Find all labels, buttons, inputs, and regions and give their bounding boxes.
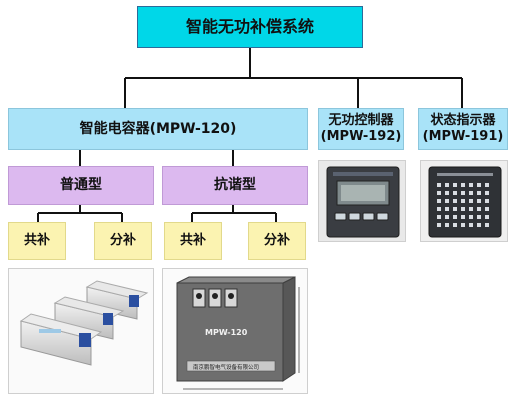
capacitor-box: 智能电容器(MPW-120) [8,108,308,150]
controller-box: 无功控制器 (MPW-192) [318,108,404,150]
controller-button [362,212,375,221]
indicator-label-line2: (MPW-191) [422,129,504,144]
controller-label-line2: (MPW-192) [320,129,402,144]
controller-label-line1: 无功控制器 [328,113,394,129]
controller-button [348,212,361,221]
common-capacitor-photo [8,268,154,394]
capacitor-label: 智能电容器(MPW-120) [79,120,237,137]
harmonic-cabinet-illustration: MPW-120 南京鹏智电气设备有限公司 [176,276,300,390]
harmonic-device-photo: MPW-120 南京鹏智电气设备有限公司 [162,268,308,394]
indicator-photo [420,160,508,242]
system-title: 智能无功补偿系统 [185,17,314,37]
indicator-device-illustration [428,166,502,238]
indicator-box: 状态指示器 (MPW-191) [418,108,508,150]
indicator-label-line1: 状态指示器 [430,113,496,129]
harmonic-split-label: 分补 [263,233,290,249]
capacitor-units-illustration [19,280,149,366]
system-title-box: 智能无功补偿系统 [137,6,363,48]
common-joint-label: 共补 [23,233,50,249]
harmonic-type-label: 抗谐型 [214,177,256,194]
harmonic-type-box: 抗谐型 [162,166,308,205]
common-split-box: 分补 [94,222,152,260]
harmonic-split-box: 分补 [248,222,306,260]
common-type-label: 普通型 [60,177,102,194]
common-joint-box: 共补 [8,222,66,260]
controller-device-illustration [326,166,400,238]
harmonic-joint-label: 共补 [179,233,206,249]
controller-button [376,212,389,221]
company-plate-text: 南京鹏智电气设备有限公司 [193,363,259,371]
harmonic-joint-box: 共补 [164,222,222,260]
model-plate-text: MPW-120 [205,328,248,337]
controller-button [334,212,347,221]
controller-photo [318,160,406,242]
common-split-label: 分补 [109,233,136,249]
common-type-box: 普通型 [8,166,154,205]
